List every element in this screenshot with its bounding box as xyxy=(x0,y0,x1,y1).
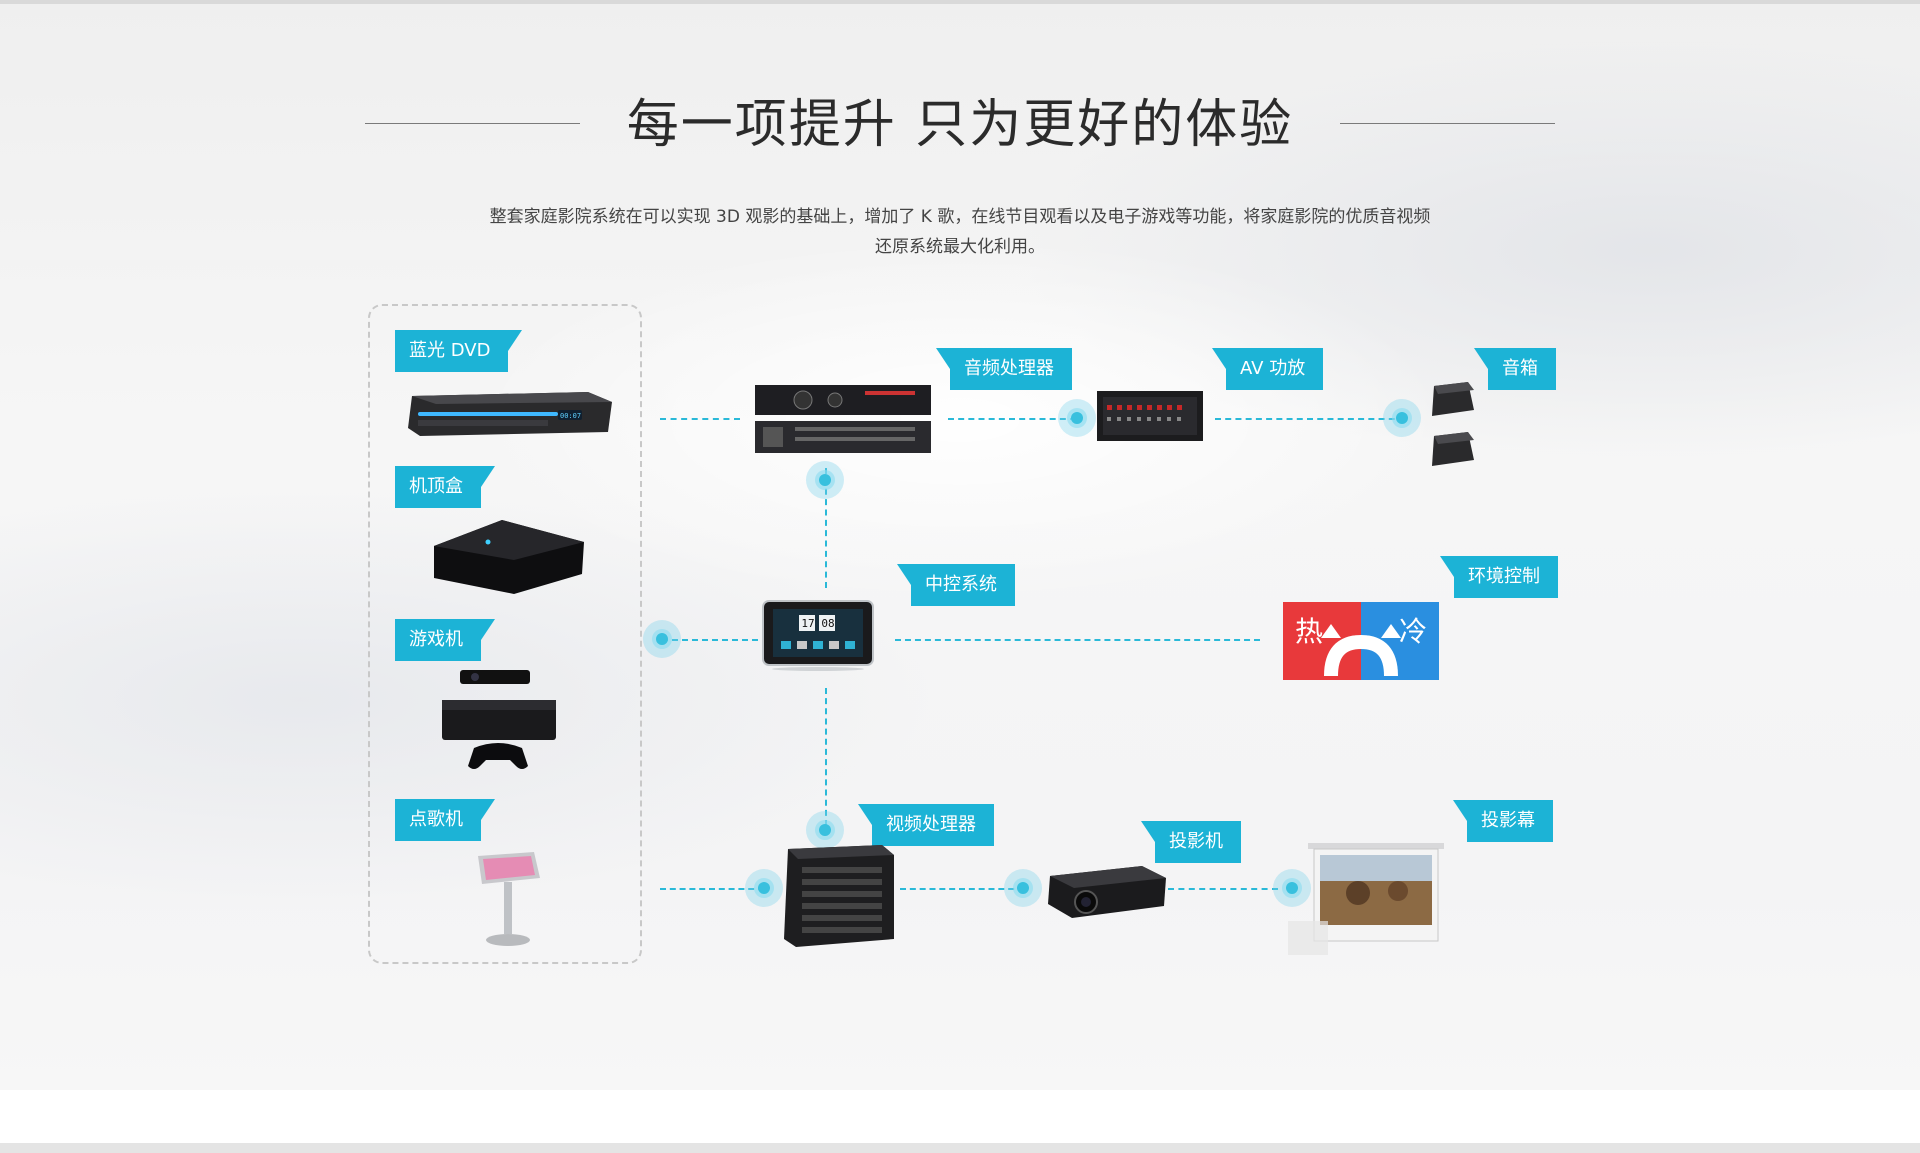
top-divider xyxy=(0,0,1920,4)
link-control-to-environment xyxy=(895,639,1260,641)
tag-audio-processor: 音频处理器 xyxy=(936,348,1072,390)
page-title: 每一项提升 只为更好的体验 xyxy=(626,95,1294,155)
av-amplifier-image xyxy=(1097,391,1203,443)
description-line-2: 还原系统最大化利用。 xyxy=(875,237,1045,257)
node-speaker-input xyxy=(1383,399,1421,437)
svg-text:00:07: 00:07 xyxy=(560,412,581,420)
clock-minute: 08 xyxy=(821,617,835,630)
diagram-background xyxy=(0,0,1920,1090)
link-sources-to-video xyxy=(660,888,764,890)
node-screen-input xyxy=(1273,869,1311,907)
title-rule-right xyxy=(1340,123,1555,124)
tag-environment-control: 环境控制 xyxy=(1440,556,1558,598)
source-devices-group xyxy=(368,304,642,964)
title-rule-left xyxy=(365,123,580,124)
tag-av-amplifier: AV 功放 xyxy=(1211,348,1324,390)
description-line-1: 整套家庭影院系统在可以实现 3D 观影的基础上，增加了 K 歌，在线节目观看以及… xyxy=(489,207,1431,227)
tag-settop-box: 机顶盒 xyxy=(395,466,495,508)
bluray-dvd-image: 00:07 xyxy=(408,388,612,440)
link-projector-to-screen xyxy=(1168,888,1278,890)
video-processor-image xyxy=(782,843,896,949)
node-amp-input xyxy=(1058,399,1096,437)
clock-hour: 17 xyxy=(801,617,815,630)
tag-game-console: 游戏机 xyxy=(395,619,495,661)
tag-bluray-dvd: 蓝光 DVD xyxy=(395,330,523,372)
page-description: 整套家庭影院系统在可以实现 3D 观影的基础上，增加了 K 歌，在线节目观看以及… xyxy=(440,202,1480,262)
link-audio-to-amp xyxy=(948,418,1076,420)
projector-image xyxy=(1046,860,1168,924)
hot-label: 热 xyxy=(1295,615,1324,648)
node-video-left xyxy=(745,869,783,907)
tag-video-processor: 视频处理器 xyxy=(858,804,994,846)
tag-projector: 投影机 xyxy=(1141,821,1241,863)
link-audio-to-control xyxy=(825,468,827,588)
link-dvd-to-audio xyxy=(660,418,740,420)
cold-label: 冷 xyxy=(1399,615,1428,648)
tag-central-control: 中控系统 xyxy=(897,564,1015,606)
tag-speaker: 音箱 xyxy=(1474,348,1556,390)
audio-processor-image xyxy=(755,385,931,455)
central-control-panel-image: 17 08 xyxy=(761,599,875,671)
speaker-image xyxy=(1428,380,1478,470)
node-audio-output xyxy=(806,461,844,499)
projection-screen-image xyxy=(1288,843,1448,955)
link-amp-to-speaker xyxy=(1215,418,1405,420)
bottom-divider xyxy=(0,1143,1920,1153)
node-sources-output xyxy=(643,620,681,658)
link-sources-to-control xyxy=(662,639,758,641)
tag-karaoke-machine: 点歌机 xyxy=(395,799,495,841)
node-video-input xyxy=(806,811,844,849)
climate-control-icon: 热 冷 xyxy=(1283,602,1439,680)
game-console-image xyxy=(440,668,558,772)
link-video-to-projector xyxy=(900,888,1024,890)
node-projector-input xyxy=(1004,869,1042,907)
tag-projection-screen: 投影幕 xyxy=(1453,800,1553,842)
settop-box-image xyxy=(432,516,586,596)
link-control-to-video xyxy=(825,688,827,826)
karaoke-machine-image xyxy=(474,850,542,948)
